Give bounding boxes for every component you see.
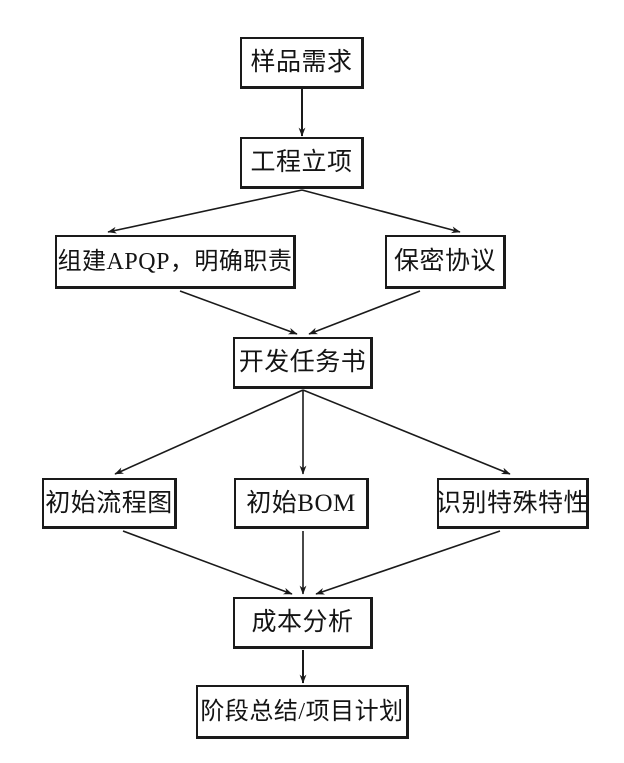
node-phase-summary[interactable]: 阶段总结/项目计划: [196, 685, 409, 739]
edge-project-setup-to-apqp-team: [107, 189, 303, 234]
node-label: 初始流程图: [45, 489, 173, 517]
node-label: 开发任务书: [238, 349, 367, 376]
node-label: 样品需求: [250, 49, 353, 76]
node-nda[interactable]: 保密协议: [385, 235, 506, 289]
node-label: 识别特殊特性: [436, 489, 590, 517]
node-label: 保密协议: [393, 248, 496, 275]
node-label: 阶段总结/项目计划: [200, 698, 404, 725]
node-label: 初始BOM: [246, 489, 356, 517]
node-label: 组建APQP，明确职责: [57, 248, 293, 275]
node-dev-task[interactable]: 开发任务书: [233, 337, 373, 389]
node-project-setup[interactable]: 工程立项: [240, 137, 364, 189]
edge-dev-task-to-special-characteristics: [302, 389, 511, 475]
node-initial-bom[interactable]: 初始BOM: [234, 478, 369, 529]
node-initial-flowchart[interactable]: 初始流程图: [42, 478, 177, 529]
node-label: 工程立项: [250, 149, 353, 176]
edge-dev-task-to-initial-flowchart: [114, 389, 304, 475]
node-sample-demand[interactable]: 样品需求: [240, 37, 364, 89]
edge-apqp-team-to-dev-task: [179, 290, 298, 335]
edge-initial-flowchart-to-cost-analysis: [122, 530, 293, 595]
node-special-characteristics[interactable]: 识别特殊特性: [436, 478, 590, 529]
node-cost-analysis[interactable]: 成本分析: [233, 597, 373, 649]
edge-special-characteristics-to-cost-analysis: [315, 530, 501, 595]
edge-project-setup-to-nda: [301, 189, 461, 234]
node-label: 成本分析: [251, 609, 354, 636]
edge-nda-to-dev-task: [308, 290, 421, 335]
node-apqp-team[interactable]: 组建APQP，明确职责: [55, 235, 296, 289]
